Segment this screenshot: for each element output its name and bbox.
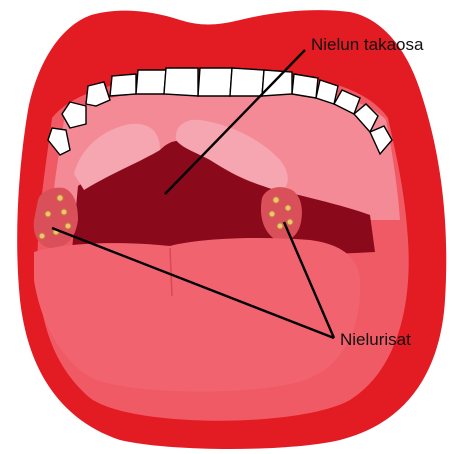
pharynx-label: Nielun takaosa: [311, 35, 424, 54]
tongue: [34, 238, 360, 392]
tonsils-label: Nielurisat: [340, 330, 411, 349]
